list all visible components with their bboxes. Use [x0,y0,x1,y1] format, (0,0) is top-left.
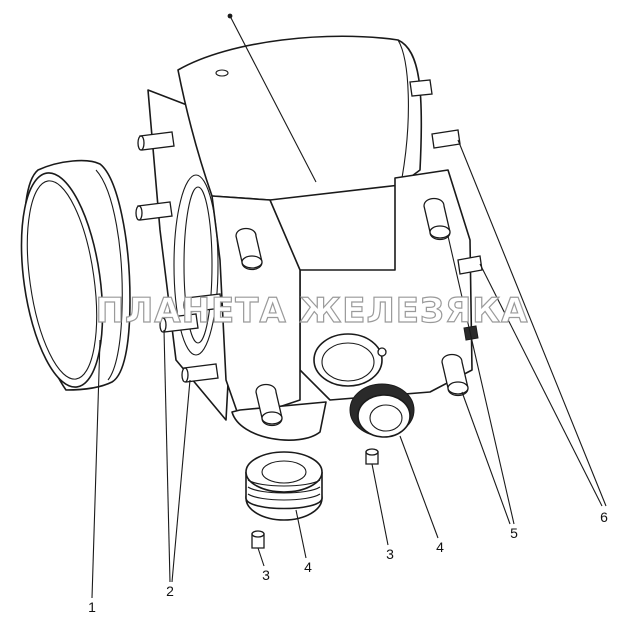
callout-4-upper: 4 [436,539,444,555]
callout-6: 6 [600,509,608,525]
callout-3-right: 3 [386,546,394,562]
part-seal-upper [349,383,415,438]
callout-labels: 1 2 3 4 3 4 5 6 [88,509,608,615]
part-ring-cover [20,159,131,391]
watermark-text: ПЛАНЕТА ЖЕЛЕЗЯКА [96,291,529,331]
leader-lines [91,13,607,599]
callout-3-left: 3 [262,567,270,583]
callout-2: 2 [166,583,174,599]
callout-5: 5 [510,525,518,541]
callout-4-lower: 4 [304,559,312,575]
callout-1: 1 [88,599,96,615]
part-pin-right [365,448,379,465]
studs [135,79,483,427]
part-threaded-nut [245,451,323,521]
part-pin-left [251,530,265,549]
